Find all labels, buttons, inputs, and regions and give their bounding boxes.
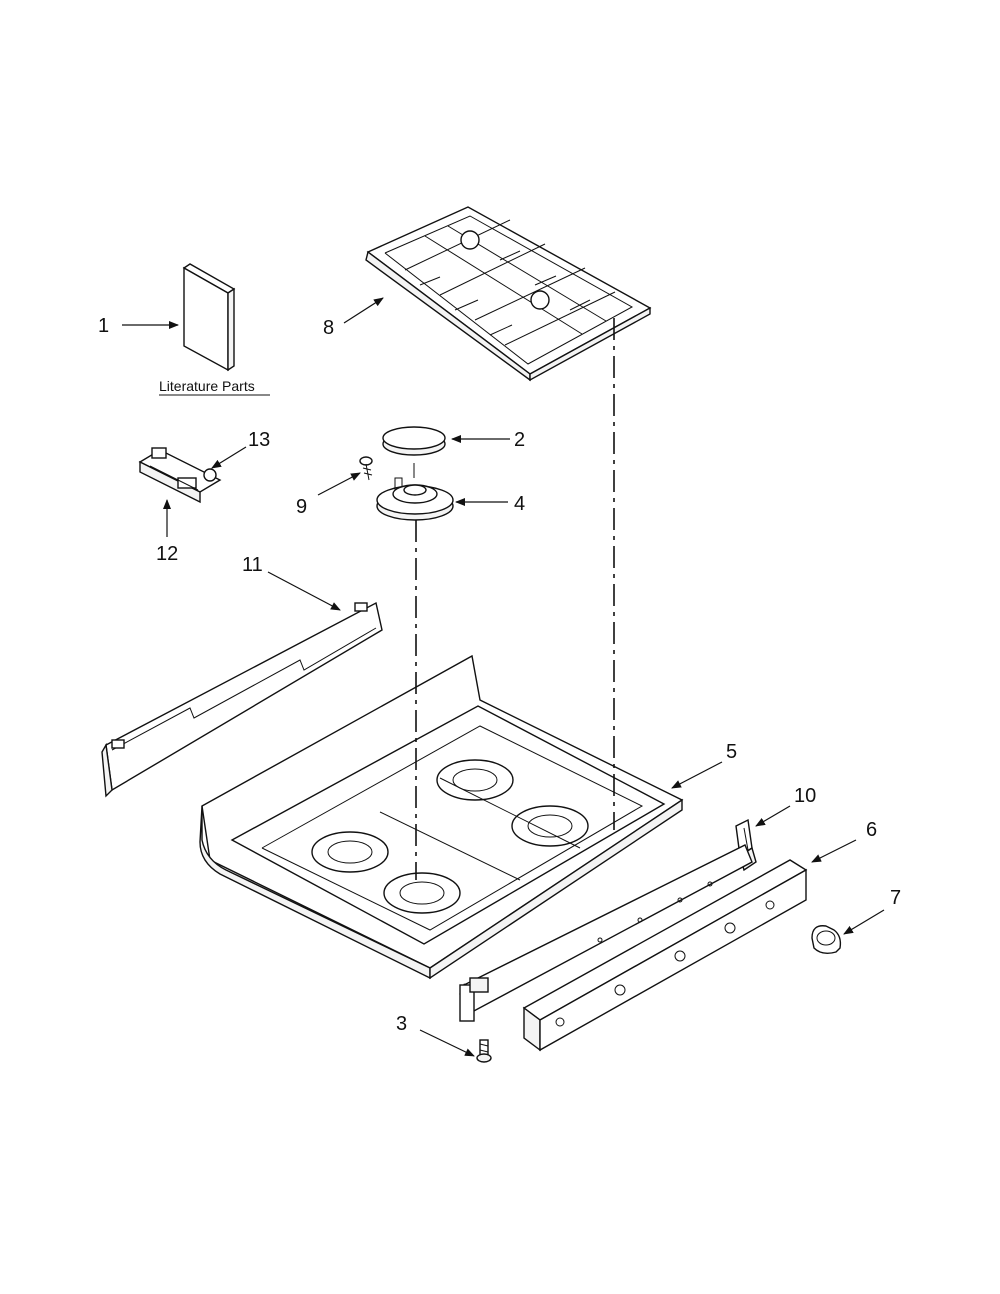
- callout-2: 2: [514, 429, 525, 451]
- callout-7: 7: [890, 887, 901, 909]
- leader-line-13: [211, 446, 247, 469]
- callout-6: 6: [866, 819, 877, 841]
- leader-line-10: [755, 805, 791, 827]
- screw-part-9: [359, 456, 373, 481]
- callout-9: 9: [296, 496, 307, 518]
- leader-line-9: [317, 472, 361, 496]
- burner-base-part: [376, 463, 454, 521]
- callout-12: 12: [156, 543, 178, 565]
- callout-4: 4: [514, 493, 525, 515]
- screw-part-3: [476, 1039, 492, 1063]
- literature-booklet-part: [182, 263, 236, 372]
- control-knob-part: [811, 925, 842, 955]
- electrode-bracket-part: [138, 447, 222, 504]
- leader-line-11: [267, 571, 341, 611]
- callout-11: 11: [242, 554, 263, 576]
- callout-5: 5: [726, 741, 737, 763]
- rear-trim-strip-part: [101, 601, 383, 798]
- burner-grate-part: [365, 206, 652, 382]
- callout-1: 1: [98, 315, 109, 337]
- burner-cap-part: [382, 426, 446, 456]
- callout-8: 8: [323, 317, 334, 339]
- literature-parts-label: Literature Parts: [159, 378, 255, 394]
- leader-line-3: [419, 1029, 475, 1057]
- leader-line-7: [843, 909, 885, 935]
- leader-line-5: [671, 761, 723, 789]
- callout-3: 3: [396, 1013, 407, 1035]
- manifold-panel-part: [459, 844, 753, 1022]
- callout-13: 13: [248, 429, 270, 451]
- leader-line-8: [343, 297, 384, 324]
- cooktop-part: [199, 654, 684, 980]
- callout-10: 10: [794, 785, 816, 807]
- leader-line-6: [811, 839, 857, 863]
- control-panel-part: [522, 859, 808, 1052]
